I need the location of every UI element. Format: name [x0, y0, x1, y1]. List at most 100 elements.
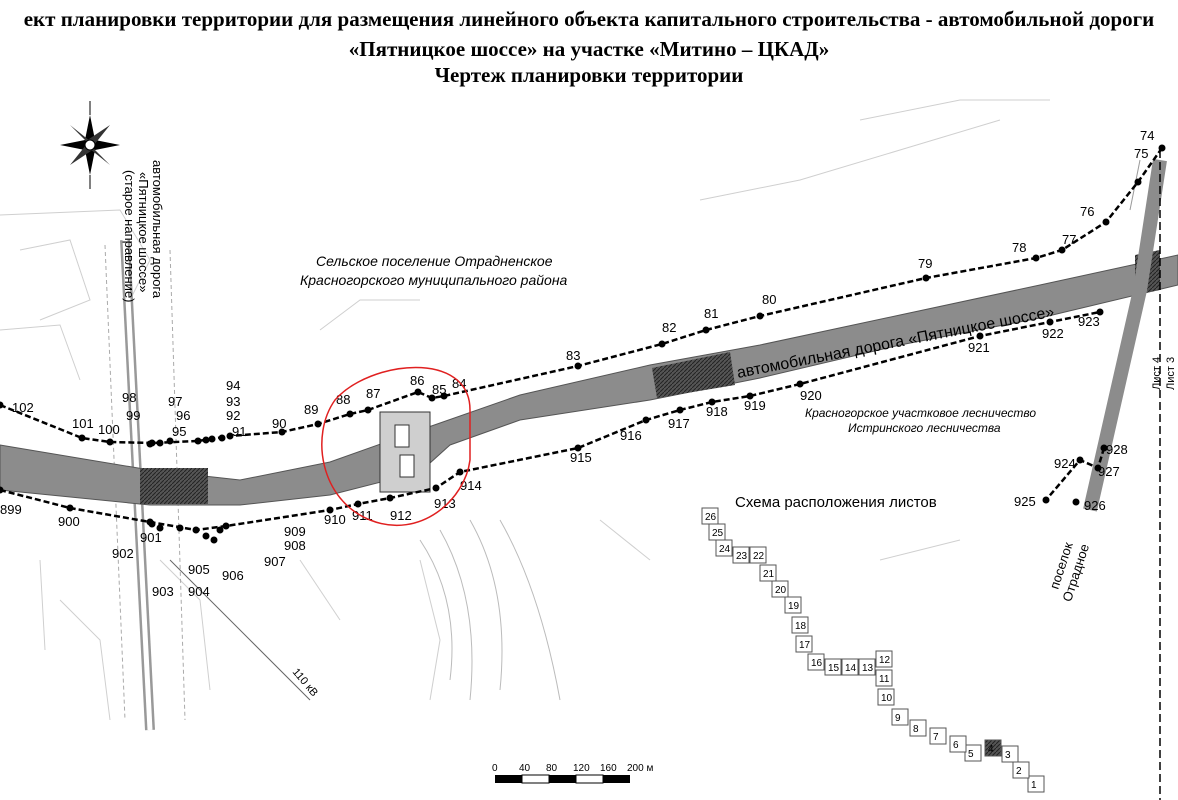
north-point-label-101: 101: [72, 416, 94, 431]
sheet-number-25: 25: [712, 528, 724, 539]
north-point-label-99: 99: [126, 408, 140, 423]
south-point-label-900: 900: [58, 514, 80, 529]
south-point-911: [354, 500, 362, 508]
south-point-922: [1046, 318, 1054, 326]
sheet-scheme: 1234567891011121314151617181920212223242…: [701, 507, 1045, 793]
sheet-number-17: 17: [799, 640, 811, 651]
north-point-label-93: 93: [226, 394, 240, 409]
old-road-label-line2: «Пятницкое шоссе»: [136, 172, 151, 292]
sheet-box-6: [949, 735, 967, 753]
north-point-label-82: 82: [662, 320, 676, 335]
south-point-908: [216, 526, 224, 534]
south-point-914: [456, 468, 464, 476]
sheet-side-labels: Лист 4 Лист 3: [1151, 357, 1177, 390]
south-point-903: [156, 524, 164, 532]
sheet-box-21: [759, 564, 777, 582]
sheet-box-20: [771, 580, 789, 598]
south-point-label-924: 924: [1054, 456, 1076, 471]
north-point-92: [218, 434, 226, 442]
north-point-80: [756, 312, 764, 320]
south-point-label-905: 905: [188, 562, 210, 577]
old-road-label-line3: (старое направление): [122, 170, 137, 303]
south-point-907: [210, 536, 218, 544]
scale-tick-3: 120: [573, 763, 590, 774]
sheet-side-label-3: Лист 3: [1165, 357, 1177, 390]
sheet-box-10: [877, 688, 895, 706]
sheet-number-3: 3: [1005, 750, 1011, 761]
north-point-86: [414, 388, 422, 396]
sheet-box-4: [984, 739, 1002, 757]
north-point-90: [278, 428, 286, 436]
scale-tick-2: 80: [546, 763, 558, 774]
sheet-box-2: [1012, 761, 1030, 779]
sheet-side-label-4: Лист 4: [1151, 357, 1163, 390]
south-point-label-899: 899: [0, 502, 22, 517]
settlement-label-line1: Сельское поселение Отрадненское: [316, 253, 553, 269]
north-point-label-86: 86: [410, 373, 424, 388]
scale-tick-5: 200 м: [627, 763, 653, 774]
interchange-structure: [379, 411, 431, 493]
north-point-74: [1158, 144, 1166, 152]
north-point-85: [428, 394, 436, 402]
sheet-number-16: 16: [811, 658, 823, 669]
north-point-label-74: 74: [1140, 128, 1154, 143]
contour-lines: [419, 519, 561, 701]
south-point-909: [222, 522, 230, 530]
sheet-number-6: 6: [953, 740, 959, 751]
south-point-912: [386, 494, 394, 502]
sheet-box-8: [909, 719, 927, 737]
north-point-label-92: 92: [226, 408, 240, 423]
sheet-box-3: [1001, 745, 1019, 763]
sheet-number-20: 20: [775, 585, 787, 596]
north-point-76: [1102, 218, 1110, 226]
north-point-88: [346, 410, 354, 418]
sheet-box-9: [891, 708, 909, 726]
north-point-79: [922, 274, 930, 282]
sheet-number-1: 1: [1031, 780, 1037, 791]
sheet-number-11: 11: [879, 674, 890, 685]
south-point-921: [976, 332, 984, 340]
background-plots: [0, 99, 1050, 721]
south-point-900: [66, 504, 74, 512]
sheet-box-12: [875, 650, 893, 668]
sheet-box-13: [858, 658, 876, 676]
south-point-label-908: 908: [284, 538, 306, 553]
south-point-926: [1072, 498, 1080, 506]
north-point-82: [658, 340, 666, 348]
scale-tick-0: 0: [492, 763, 498, 774]
south-point-label-906: 906: [222, 568, 244, 583]
sheet-box-19: [784, 596, 802, 614]
north-point-label-77: 77: [1062, 232, 1076, 247]
sheet-box-5: [964, 744, 982, 762]
south-point-label-920: 920: [800, 388, 822, 403]
sheet-box-23: [732, 546, 750, 564]
power-line: [169, 559, 311, 701]
otradnoe-label: поселок Отрадное: [1047, 540, 1092, 603]
sheet-box-18: [791, 616, 809, 634]
south-point-label-916: 916: [620, 428, 642, 443]
north-point-label-95: 95: [172, 424, 186, 439]
forestry-label-line1: Красногорское участковое лесничество: [805, 406, 1036, 420]
sheet-number-8: 8: [913, 724, 919, 735]
north-point-label-100: 100: [98, 422, 120, 437]
south-point-928: [1100, 444, 1108, 452]
sheet-number-7: 7: [933, 732, 939, 743]
south-point-label-907: 907: [264, 554, 286, 569]
highlight-circle[interactable]: [321, 366, 471, 526]
sheet-box-15: [824, 658, 842, 676]
scale-tick-1: 40: [519, 763, 531, 774]
south-point-label-918: 918: [706, 404, 728, 419]
south-point-906: [202, 532, 210, 540]
south-point-label-925: 925: [1014, 494, 1036, 509]
sheet-number-2: 2: [1016, 766, 1022, 777]
sheet-number-24: 24: [719, 544, 731, 555]
north-point-label-98: 98: [122, 390, 136, 405]
south-point-label-902: 902: [112, 546, 134, 561]
south-point-label-903: 903: [152, 584, 174, 599]
sheet-number-22: 22: [753, 551, 765, 562]
sheet-number-26: 26: [705, 512, 717, 523]
north-point-95: [194, 437, 202, 445]
south-point-904: [176, 524, 184, 532]
south-point-924: [1076, 456, 1084, 464]
